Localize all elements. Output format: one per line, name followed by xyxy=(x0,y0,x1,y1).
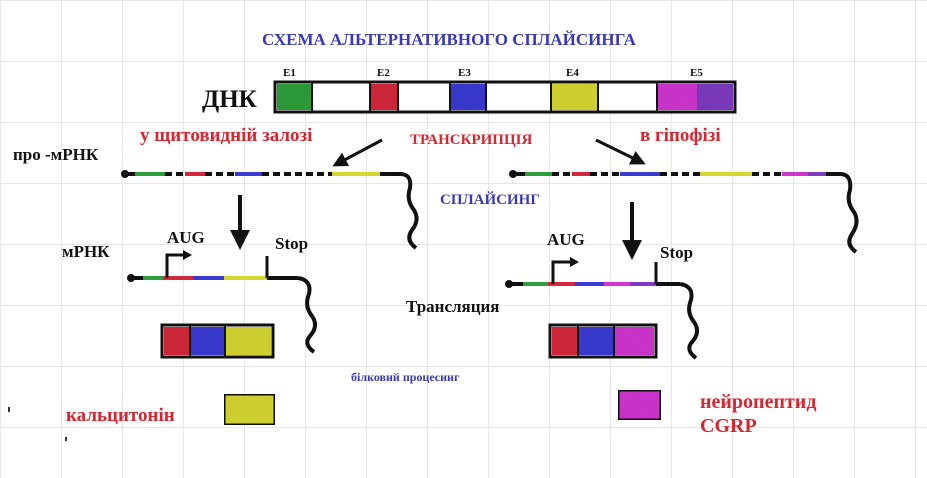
aug-left-label: AUG xyxy=(167,228,205,247)
transcription-label: ТРАНСКРИПЦІЯ xyxy=(410,132,533,148)
thyroid-label: у щитовидній залозі xyxy=(140,125,313,146)
dna-label: ДНК xyxy=(202,86,257,113)
pituitary-label: в гіпофізі xyxy=(640,125,721,146)
exon-e4-box xyxy=(551,84,598,110)
exon-label-e1: E1 xyxy=(283,67,296,79)
diagram-title: СХЕМА АЛЬТЕРНАТИВНОГО СПЛАЙСИНГА xyxy=(262,30,636,49)
exon-label-e2: E2 xyxy=(377,67,390,79)
exon-e5-box xyxy=(657,84,697,110)
arrow-to-thyroid xyxy=(332,138,383,167)
exon-label-e3: E3 xyxy=(458,67,471,79)
mrna-right xyxy=(505,257,699,360)
mrna-label: мРНК xyxy=(62,242,110,261)
pre-mrna-label: про -мРНК xyxy=(13,145,99,164)
pre-mrna-right xyxy=(509,170,859,254)
pre-mrna-left xyxy=(121,170,419,250)
protein-left xyxy=(160,323,275,359)
protein-processing-label: білковий процесинг xyxy=(351,370,460,384)
exon-e2-box xyxy=(370,84,398,110)
neuropeptide-label: нейропептид xyxy=(700,391,817,413)
protein-right xyxy=(548,323,658,359)
mrna-left xyxy=(127,250,317,354)
exon-label-e5: E5 xyxy=(690,67,703,79)
exon-e3-box xyxy=(450,84,486,110)
translation-label: Трансляция xyxy=(406,297,500,316)
stop-left-label: Stop xyxy=(275,234,309,253)
splicing-label: СПЛАЙСИНГ xyxy=(440,192,540,208)
calcitonin-box xyxy=(222,392,277,427)
exon-e1-box xyxy=(277,84,312,110)
arrow-to-pituitary xyxy=(595,138,646,165)
exon-label-e4: E4 xyxy=(566,67,579,79)
calcitonin-label: кальцитонін xyxy=(66,405,175,426)
dna-bar xyxy=(273,80,737,114)
stop-right-label: Stop xyxy=(660,243,694,262)
cgrp-label: CGRP xyxy=(700,415,757,437)
cgrp-box xyxy=(616,388,663,422)
exon-e6-box xyxy=(697,84,733,110)
aug-right-label: AUG xyxy=(547,230,585,249)
